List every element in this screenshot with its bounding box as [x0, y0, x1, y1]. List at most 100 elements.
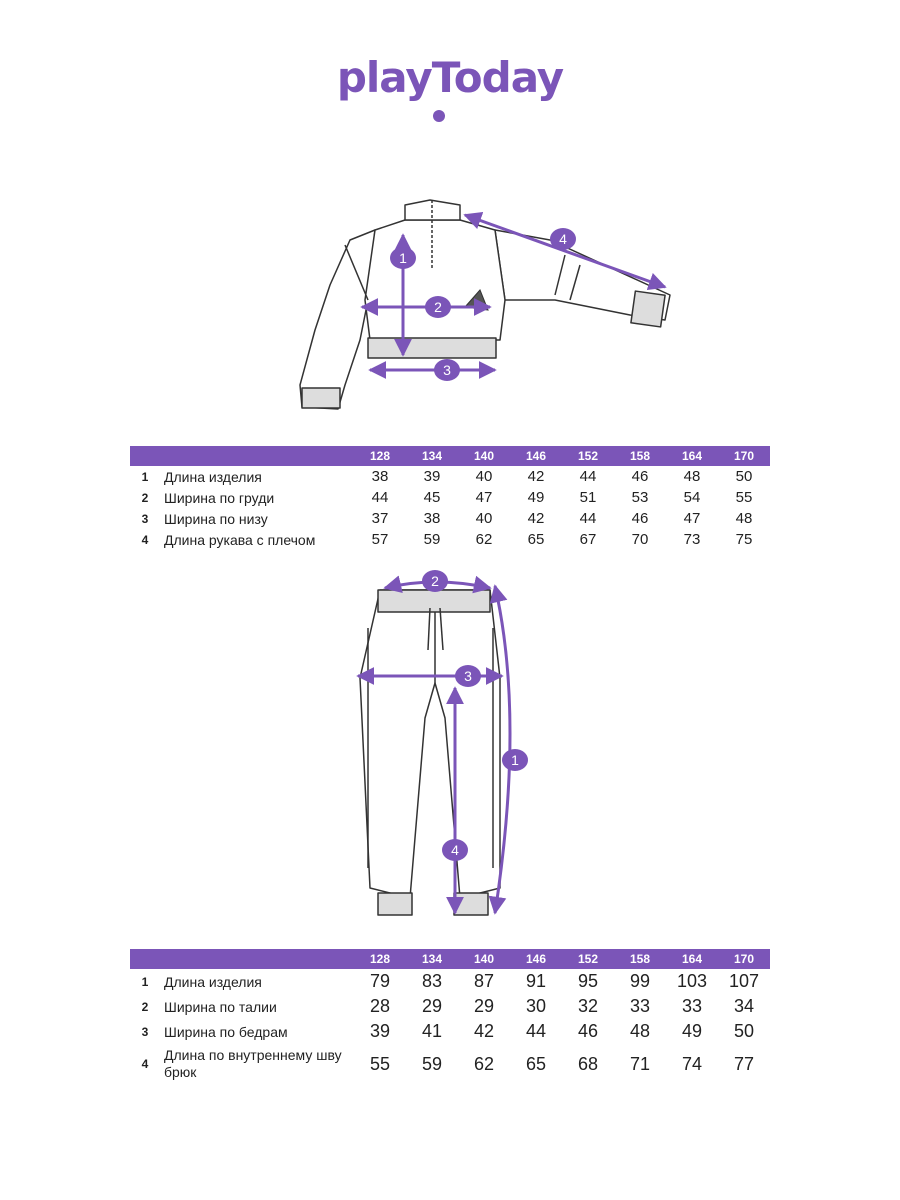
cell-value: 44: [371, 489, 389, 506]
row-number: 2: [141, 999, 149, 1014]
cell-value: 49: [681, 1021, 703, 1041]
cell-value: 74: [681, 1053, 703, 1074]
table-header: 128 134 140 146 152 158 164 170: [130, 949, 770, 969]
cell-value: 65: [525, 1053, 547, 1074]
cell-value: 29: [473, 996, 495, 1016]
cell-value: 40: [475, 468, 493, 485]
sweatshirt-marker-4: 4: [559, 231, 567, 247]
brand-logo: playToday: [330, 52, 570, 124]
sweatshirt-diagram: 1 2 3 4: [299, 199, 671, 410]
row-label: Ширина по бедрам: [164, 1023, 288, 1040]
cell-value: 59: [421, 1053, 443, 1074]
trousers-marker-3: 3: [464, 668, 472, 684]
cell-value: 54: [683, 489, 701, 506]
table-row: 1 Длина изделия 79 83 87 91 95 99 103 10…: [130, 969, 770, 994]
cell-value: 57: [371, 531, 389, 548]
size-header: 140: [458, 949, 510, 969]
cell-value: 103: [676, 971, 708, 991]
cell-value: 95: [577, 971, 599, 991]
cell-value: 107: [728, 971, 760, 991]
size-header: 158: [614, 949, 666, 969]
trousers-marker-2: 2: [431, 573, 439, 589]
size-header: 152: [562, 446, 614, 466]
table-row: 2 Ширина по груди 44 45 47 49 51 53 54 5…: [130, 487, 770, 508]
cell-value: 83: [421, 971, 443, 991]
row-number: 1: [141, 469, 149, 484]
sweatshirt-marker-2: 2: [434, 299, 442, 315]
header-blank: [130, 446, 354, 466]
cell-value: 50: [735, 468, 753, 485]
table-row: 4 Длина рукава с плечом 57 59 62 65 67 7…: [130, 529, 770, 550]
header-blank: [130, 949, 354, 969]
cell-value: 46: [577, 1021, 599, 1041]
table-header: 128 134 140 146 152 158 164 170: [130, 446, 770, 466]
size-header: 158: [614, 446, 666, 466]
size-header: 164: [666, 949, 718, 969]
row-label: Длина по внутреннему шву брюк: [164, 1047, 342, 1080]
cell-value: 68: [577, 1053, 599, 1074]
cell-value: 45: [423, 489, 441, 506]
cell-value: 99: [629, 971, 651, 991]
size-header: 152: [562, 949, 614, 969]
cell-value: 53: [631, 489, 649, 506]
cell-value: 44: [525, 1021, 547, 1041]
cell-value: 50: [733, 1021, 755, 1041]
cell-value: 47: [475, 489, 493, 506]
cell-value: 48: [735, 510, 753, 527]
row-label: Ширина по талии: [164, 998, 277, 1015]
table-row: 1 Длина изделия 38 39 40 42 44 46 48 50: [130, 466, 770, 487]
row-label: Длина изделия: [164, 468, 262, 485]
table-row: 3 Ширина по низу 37 38 40 42 44 46 47 48: [130, 508, 770, 529]
cell-value: 62: [473, 1053, 495, 1074]
cell-value: 49: [527, 489, 545, 506]
cell-value: 48: [683, 468, 701, 485]
size-header: 170: [718, 446, 770, 466]
cell-value: 28: [369, 996, 391, 1016]
cell-value: 73: [683, 531, 701, 548]
cell-value: 33: [681, 996, 703, 1016]
cell-value: 44: [579, 510, 597, 527]
cell-value: 29: [421, 996, 443, 1016]
table-row: 3 Ширина по бедрам 39 41 42 44 46 48 49 …: [130, 1019, 770, 1044]
table-row: 2 Ширина по талии 28 29 29 30 32 33 33 3…: [130, 994, 770, 1019]
table-row: 4 Длина по внутреннему шву брюк 55 59 62…: [130, 1044, 770, 1084]
cell-value: 33: [629, 996, 651, 1016]
row-number: 4: [141, 1056, 149, 1071]
sweatshirt-marker-3: 3: [443, 362, 451, 378]
cell-value: 40: [475, 510, 493, 527]
logo-dot: [433, 110, 445, 122]
cell-value: 87: [473, 971, 495, 991]
cell-value: 39: [423, 468, 441, 485]
cell-value: 37: [371, 510, 389, 527]
trousers-diagram: 2 3 1 4: [356, 570, 528, 916]
row-label: Длина рукава с плечом: [164, 531, 316, 548]
cell-value: 42: [473, 1021, 495, 1041]
cell-value: 38: [371, 468, 389, 485]
cell-value: 79: [369, 971, 391, 991]
cell-value: 30: [525, 996, 547, 1016]
trousers-marker-1: 1: [511, 752, 519, 768]
cell-value: 46: [631, 468, 649, 485]
row-label: Ширина по низу: [164, 510, 268, 527]
cell-value: 32: [577, 996, 599, 1016]
row-label: Ширина по груди: [164, 489, 275, 506]
sweatshirt-size-table: 128 134 140 146 152 158 164 170 1 Длина …: [130, 446, 770, 550]
size-header: 170: [718, 949, 770, 969]
row-number: 4: [141, 532, 149, 547]
cell-value: 39: [369, 1021, 391, 1041]
cell-value: 55: [369, 1053, 391, 1074]
cell-value: 38: [423, 510, 441, 527]
cell-value: 44: [579, 468, 597, 485]
cell-value: 91: [525, 971, 547, 991]
cell-value: 42: [527, 468, 545, 485]
row-label: Длина изделия: [164, 973, 262, 990]
size-header: 140: [458, 446, 510, 466]
size-header: 134: [406, 949, 458, 969]
cell-value: 59: [423, 531, 441, 548]
size-header: 164: [666, 446, 718, 466]
logo-text: playToday: [336, 53, 564, 102]
trousers-size-table: 128 134 140 146 152 158 164 170 1 Длина …: [130, 949, 770, 1084]
size-header: 134: [406, 446, 458, 466]
cell-value: 55: [735, 489, 753, 506]
size-header: 128: [354, 446, 406, 466]
